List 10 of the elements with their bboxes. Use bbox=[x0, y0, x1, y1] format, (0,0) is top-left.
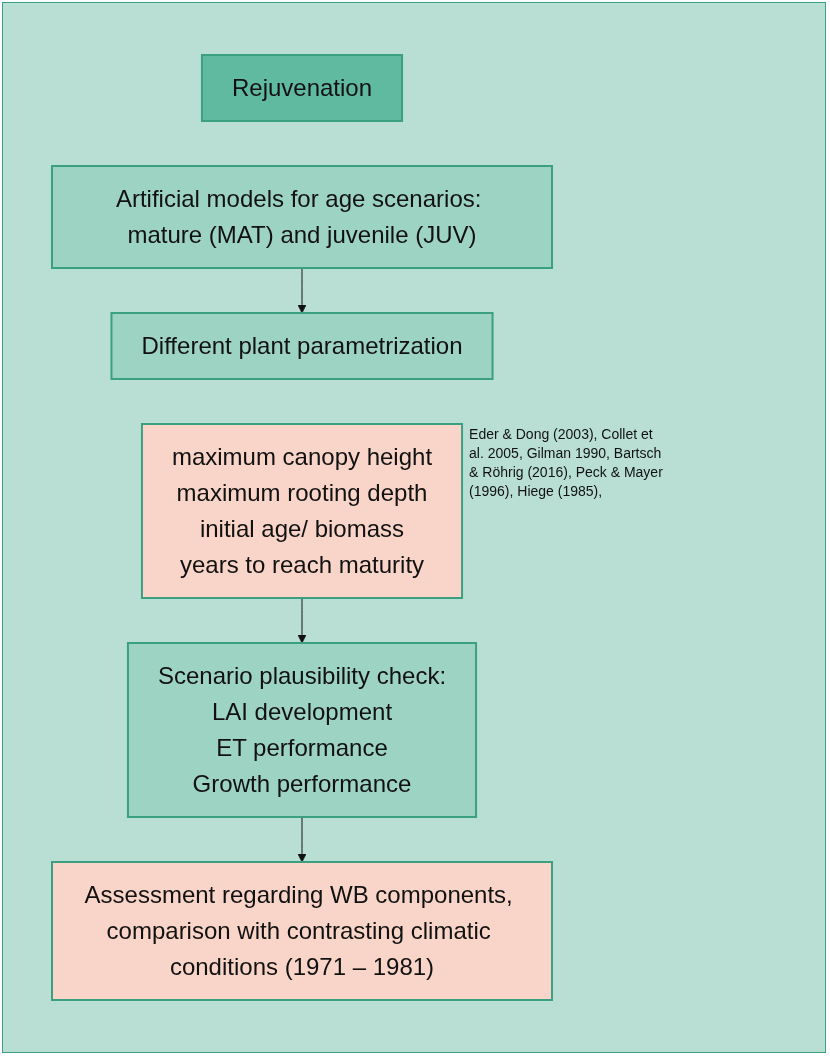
arrow bbox=[297, 597, 307, 644]
node-box: Different plant parametrization bbox=[110, 312, 494, 380]
node-box: Rejuvenation bbox=[200, 54, 404, 122]
node-box: maximum canopy height maximum rooting depth initial age/ biomass years to reach maturity bbox=[140, 423, 464, 599]
citation-note: Eder & Dong (2003), Collet et al. 2005, Gilman 1990, Bartsch & Röhrig (2016), Peck & Mayer (1996), Hiege (1985), bbox=[469, 425, 664, 501]
node-box: Assessment regarding WB components, comparison with contrasting climatic conditions (1971 – 1981) bbox=[51, 861, 553, 1001]
arrow bbox=[297, 267, 307, 314]
node-box: Artificial models for age scenarios: mature (MAT) and juvenile (JUV) bbox=[51, 165, 553, 269]
arrow bbox=[297, 816, 307, 863]
node-box: Scenario plausibility check: LAI development ET performance Growth performance bbox=[126, 642, 478, 818]
